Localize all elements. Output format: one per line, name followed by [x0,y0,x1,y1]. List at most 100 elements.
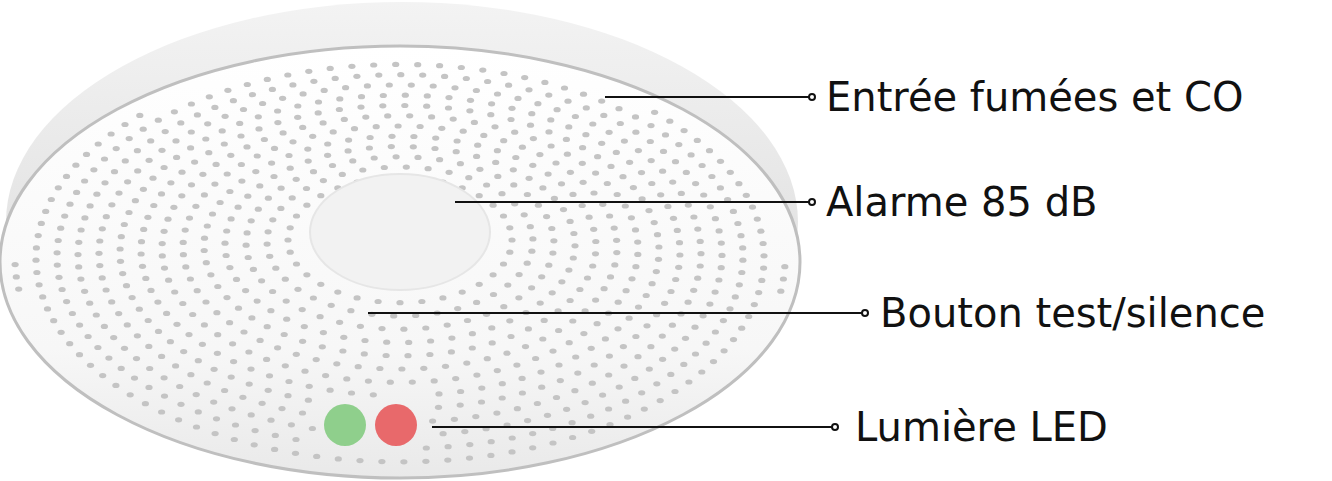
speaker-hole [142,401,149,406]
speaker-hole [33,245,40,250]
speaker-hole [117,246,124,251]
speaker-hole [510,167,517,172]
speaker-hole [214,332,221,337]
speaker-hole [201,192,208,197]
speaker-hole [553,395,560,400]
speaker-hole [659,169,666,174]
speaker-hole [558,279,565,284]
speaker-hole [214,351,221,356]
speaker-hole [257,338,264,343]
speaker-hole [383,340,390,345]
speaker-hole [81,215,88,220]
speaker-hole [15,287,22,292]
speaker-hole [498,191,505,196]
speaker-hole [375,73,382,78]
speaker-hole [226,320,233,325]
speaker-hole [431,146,438,151]
speaker-hole [362,115,369,120]
speaker-hole [161,229,168,234]
speaker-hole [39,294,46,299]
speaker-hole [599,393,606,398]
speaker-hole [423,104,430,109]
speaker-hole [187,145,194,150]
speaker-hole [641,407,648,412]
speaker-hole [309,426,316,431]
speaker-hole [613,150,620,155]
speaker-hole [117,259,124,264]
speaker-hole [670,216,677,221]
speaker-hole [255,207,262,212]
speaker-hole [478,386,485,391]
speaker-hole [113,146,120,151]
speaker-hole [469,345,476,350]
speaker-hole [544,413,551,418]
speaker-hole [328,303,335,308]
speaker-hole [12,262,19,267]
speaker-hole [474,143,481,148]
speaker-hole [252,169,259,174]
speaker-hole [476,193,483,198]
speaker-hole [579,145,586,150]
speaker-hole [90,167,97,172]
speaker-hole [592,251,599,256]
speaker-hole [378,326,385,331]
speaker-hole [488,101,495,106]
speaker-hole [145,385,152,390]
speaker-hole [532,356,539,361]
speaker-hole [487,112,494,117]
speaker-hole [586,215,593,220]
speaker-hole [59,287,66,292]
speaker-hole [567,219,574,224]
speaker-hole [244,82,251,87]
speaker-hole [282,363,289,368]
speaker-hole [32,258,39,263]
speaker-hole [643,293,650,298]
speaker-hole [424,93,431,98]
speaker-hole [613,250,620,255]
speaker-hole [552,160,559,165]
speaker-hole [672,277,679,282]
speaker-hole [343,376,350,381]
speaker-hole [621,139,628,144]
speaker-hole [479,68,486,73]
speaker-hole [101,156,108,161]
speaker-hole [125,210,132,215]
speaker-hole [545,263,552,268]
speaker-hole [691,325,698,330]
speaker-hole [381,165,388,170]
speaker-hole [75,264,82,269]
speaker-hole [255,126,262,131]
speaker-hole [81,178,88,183]
speaker-hole [397,72,404,77]
speaker-hole [126,136,133,141]
speaker-hole [203,260,210,265]
speaker-hole [754,217,761,222]
speaker-hole [230,359,237,364]
speaker-hole [500,304,507,309]
speaker-hole [718,253,725,258]
speaker-hole [487,453,494,458]
speaker-hole [103,214,110,219]
speaker-hole [306,384,313,389]
speaker-hole [351,126,358,131]
speaker-hole [161,266,168,271]
speaker-hole [336,320,343,325]
speaker-hole [528,285,535,290]
speaker-hole [173,322,180,327]
speaker-hole [566,340,573,345]
speaker-hole [118,366,125,371]
speaker-hole [61,214,68,219]
speaker-hole [201,248,208,253]
speaker-hole [258,278,265,283]
speaker-hole [329,163,336,168]
speaker-hole [301,369,308,374]
speaker-hole [506,225,513,230]
speaker-hole [188,182,195,187]
speaker-hole [134,168,141,173]
speaker-hole [632,334,639,339]
speaker-hole [594,154,601,159]
speaker-hole [716,228,723,233]
speaker-hole [623,288,630,293]
speaker-hole [293,177,300,182]
speaker-hole [94,345,101,350]
